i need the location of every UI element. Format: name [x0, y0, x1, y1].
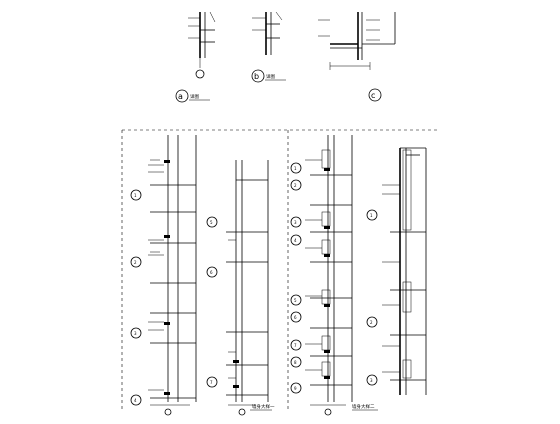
- s2-marker-1: 1: [294, 166, 297, 171]
- section-2-caption: 墙身大样二: [352, 403, 375, 410]
- detail-c: c: [318, 12, 396, 102]
- section-1: 1 2 3 4 5 6 7 墙身大样一: [130, 135, 275, 416]
- detail-b: b 详图: [251, 11, 286, 83]
- s2-right-marker-1: 1: [370, 213, 373, 218]
- s2-marker-9: 9: [294, 386, 297, 391]
- s1-marker-6: 6: [210, 270, 213, 275]
- detail-a-marker-label: a: [178, 92, 183, 101]
- s2-marker-3: 3: [294, 220, 297, 225]
- detail-a-caption: 详图: [190, 93, 199, 100]
- s2-marker-2: 2: [294, 183, 297, 188]
- s2-marker-4: 4: [294, 238, 297, 243]
- s1-marker-1: 1: [134, 193, 137, 198]
- detail-b-marker-label: b: [254, 72, 259, 81]
- detail-c-marker: [368, 88, 382, 102]
- s1-marker-2: 2: [134, 260, 137, 265]
- s1-marker-4: 4: [134, 398, 137, 403]
- detail-a: a 详图: [175, 11, 216, 103]
- s2-marker-5: 5: [294, 298, 297, 303]
- detail-c-marker-label: c: [371, 91, 375, 100]
- sheet-dividers: [121, 129, 440, 410]
- s2-marker-7: 7: [294, 343, 297, 348]
- s2-right-marker-2: 2: [370, 320, 373, 325]
- s2-marker-8: 8: [294, 360, 297, 365]
- s2-right-marker-3: 3: [370, 378, 373, 383]
- s1-marker-3: 3: [134, 331, 137, 336]
- section-1-caption: 墙身大样一: [252, 403, 275, 410]
- detail-b-caption: 详图: [266, 73, 275, 80]
- s2-marker-6: 6: [294, 315, 297, 320]
- detail-a-marker: [175, 89, 189, 103]
- s1-marker-7: 7: [210, 380, 213, 385]
- section-2: 1 2 3 4 5 6 7 8 9 墙身大样二: [290, 135, 427, 416]
- s1-marker-5: 5: [210, 220, 213, 225]
- detail-b-marker: [251, 69, 265, 83]
